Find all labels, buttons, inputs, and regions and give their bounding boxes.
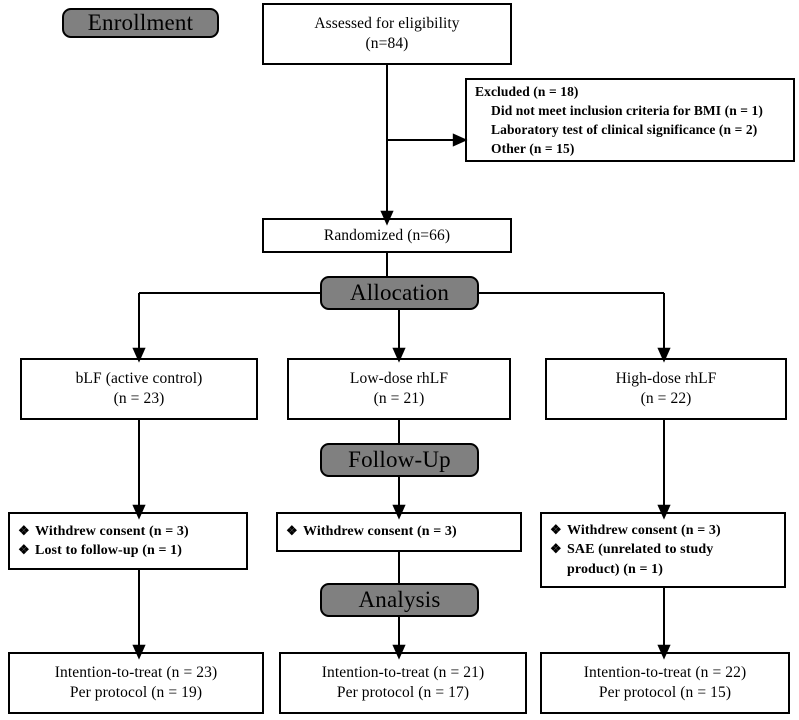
box-followup-blf: ❖ Withdrew consent (n = 3) ❖ Lost to fol… xyxy=(8,512,248,570)
box-analysis-low-dose-rhlf: Intention-to-treat (n = 21) Per protocol… xyxy=(279,652,527,714)
followup-low-dose-item-1-text: Withdrew consent (n = 3) xyxy=(303,524,457,540)
box-followup-high-dose-rhlf: ❖ Withdrew consent (n = 3) ❖ SAE (unrela… xyxy=(540,512,786,588)
analysis-low-dose-itt: Intention-to-treat (n = 21) xyxy=(321,664,485,682)
followup-blf-item-2-text: Lost to follow-up (n = 1) xyxy=(35,543,182,558)
diamond-bullet-icon: ❖ xyxy=(286,523,298,539)
followup-blf-item-1-text: Withdrew consent (n = 3) xyxy=(35,523,189,539)
box-analysis-blf: Intention-to-treat (n = 23) Per protocol… xyxy=(8,652,264,714)
box-followup-low-dose-rhlf: ❖ Withdrew consent (n = 3) xyxy=(276,512,522,552)
diamond-bullet-icon: ❖ xyxy=(550,541,562,557)
box-excluded: Excluded (n = 18) Did not meet inclusion… xyxy=(465,78,795,162)
followup-high-dose-item-2-text: SAE (unrelated to study xyxy=(567,542,714,558)
followup-blf-item-2: ❖ Lost to follow-up (n = 1) xyxy=(18,541,182,560)
analysis-blf-itt: Intention-to-treat (n = 23) xyxy=(54,664,218,682)
followup-low-dose-item-1: ❖ Withdrew consent (n = 3) xyxy=(286,522,457,541)
followup-high-dose-item-2-continued: product) (n = 1) xyxy=(567,561,664,577)
followup-high-dose-item-2: ❖ SAE (unrelated to study xyxy=(550,540,713,559)
box-assessed-for-eligibility: Assessed for eligibility (n=84) xyxy=(262,3,512,65)
group-low-dose-line-1: Low-dose rhLF xyxy=(349,370,449,388)
group-high-dose-line-1: High-dose rhLF xyxy=(615,370,717,388)
excluded-reason-bmi: Did not meet inclusion criteria for BMI … xyxy=(491,102,763,118)
group-low-dose-line-2: (n = 21) xyxy=(373,390,425,407)
box-group-blf: bLF (active control) (n = 23) xyxy=(20,358,258,420)
diamond-bullet-icon: ❖ xyxy=(18,542,30,557)
excluded-title: Excluded (n = 18) xyxy=(475,83,579,99)
group-blf-line-1: bLF (active control) xyxy=(75,370,203,388)
diamond-bullet-icon: ❖ xyxy=(18,522,30,538)
box-group-low-dose-rhlf: Low-dose rhLF (n = 21) xyxy=(287,358,511,420)
banner-allocation: Allocation xyxy=(320,276,479,310)
assessed-line-2: (n=84) xyxy=(365,35,409,52)
group-blf-line-2: (n = 23) xyxy=(113,390,165,407)
followup-high-dose-item-1: ❖ Withdrew consent (n = 3) xyxy=(550,521,721,540)
followup-blf-item-1: ❖ Withdrew consent (n = 3) xyxy=(18,522,189,541)
group-high-dose-line-2: (n = 22) xyxy=(640,390,692,407)
banner-enrollment: Enrollment xyxy=(62,8,219,38)
assessed-line-1: Assessed for eligibility xyxy=(314,15,460,33)
diamond-bullet-icon: ❖ xyxy=(550,522,562,538)
banner-analysis: Analysis xyxy=(320,583,479,617)
analysis-low-dose-pp: Per protocol (n = 17) xyxy=(336,684,470,701)
box-randomized: Randomized (n=66) xyxy=(262,218,512,253)
box-group-high-dose-rhlf: High-dose rhLF (n = 22) xyxy=(545,358,787,420)
excluded-reason-lab: Laboratory test of clinical significance… xyxy=(491,122,758,137)
analysis-high-dose-pp: Per protocol (n = 15) xyxy=(598,684,732,701)
banner-followup: Follow-Up xyxy=(320,443,479,477)
box-analysis-high-dose-rhlf: Intention-to-treat (n = 22) Per protocol… xyxy=(540,652,790,714)
followup-high-dose-item-1-text: Withdrew consent (n = 3) xyxy=(567,523,721,539)
analysis-high-dose-itt: Intention-to-treat (n = 22) xyxy=(583,664,747,682)
analysis-blf-pp: Per protocol (n = 19) xyxy=(69,684,203,701)
excluded-reason-other: Other (n = 15) xyxy=(491,141,575,157)
